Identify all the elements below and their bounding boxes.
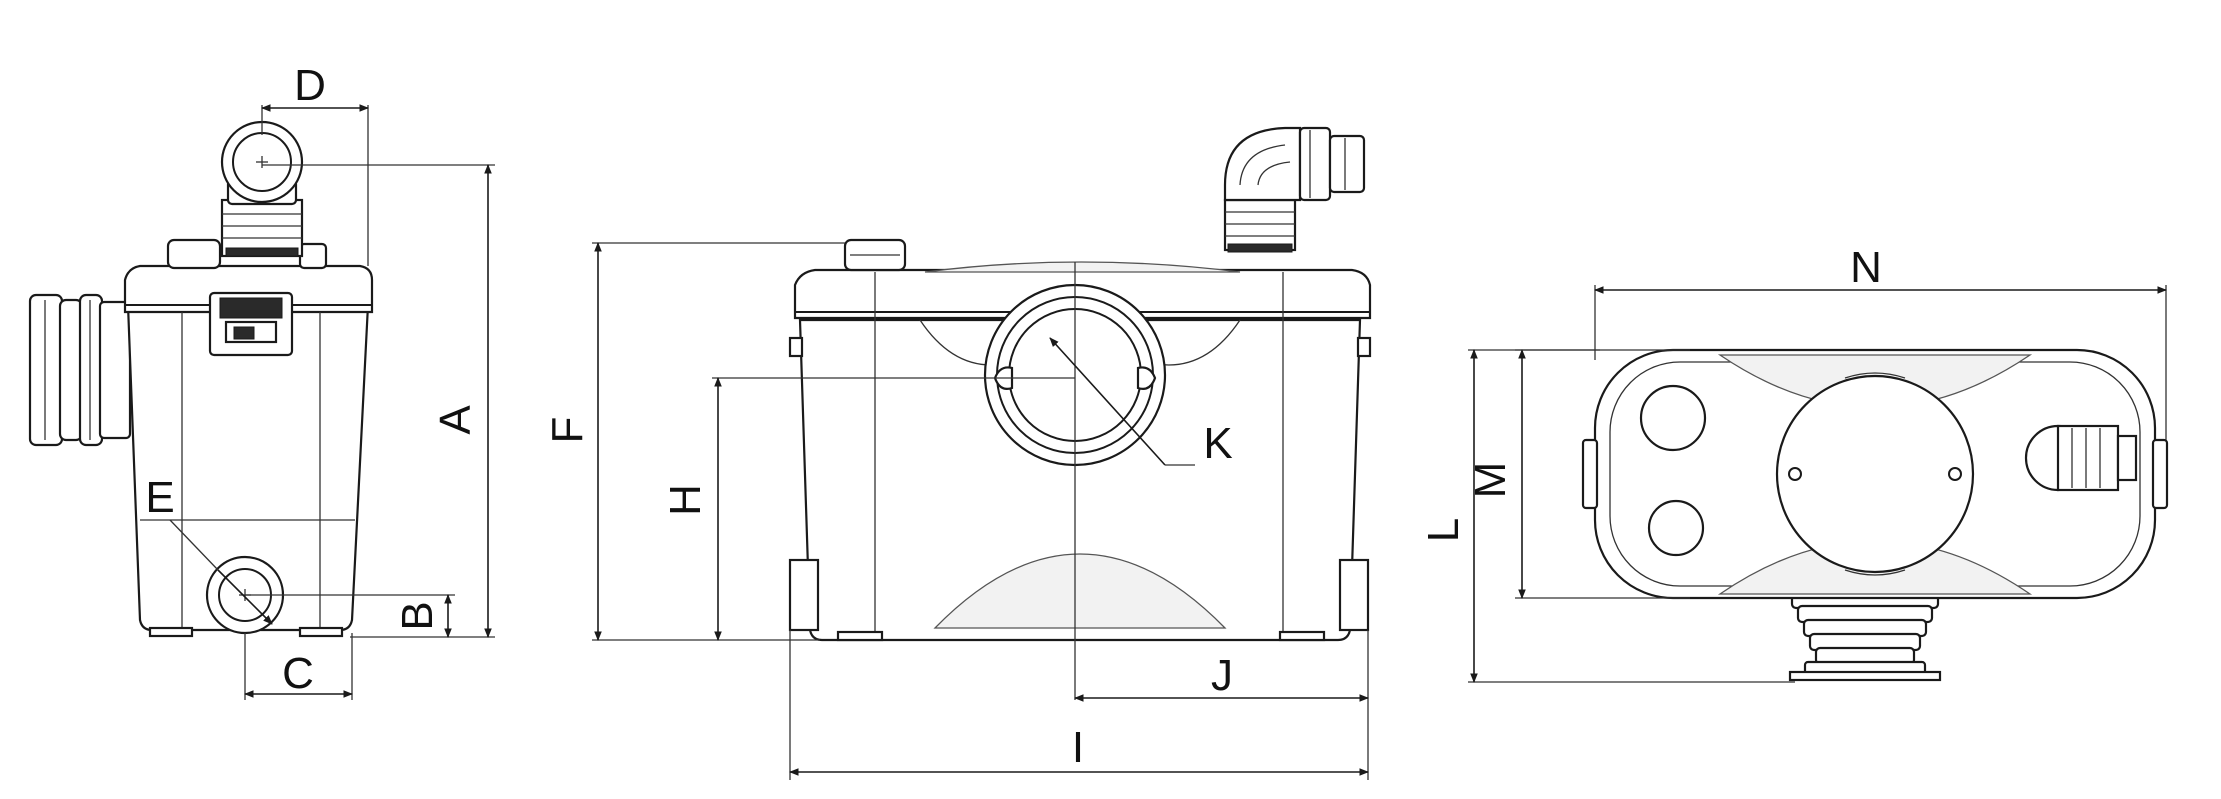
- dim-label-b: B: [393, 601, 442, 630]
- dim-label-e: E: [145, 473, 174, 522]
- side-view: D A B C E: [28, 61, 495, 700]
- top-discharge-stub: [2024, 424, 2138, 492]
- side-discharge-pipe: [220, 120, 304, 258]
- dim-label-j: J: [1211, 651, 1233, 700]
- top-bellows: [1788, 590, 1942, 682]
- dim-label-k: K: [1203, 419, 1232, 468]
- dim-label-h: H: [661, 484, 710, 516]
- front-discharge-elbow: [1223, 126, 1366, 253]
- side-lid: [123, 264, 374, 314]
- top-view: N M L: [1419, 243, 2169, 683]
- front-tank: [798, 318, 1362, 642]
- top-opening-small: [1647, 499, 1705, 557]
- side-inlet-bellows: [28, 293, 132, 447]
- dim-label-c: C: [282, 649, 314, 698]
- dim-label-l: L: [1419, 518, 1468, 542]
- top-opening-large: [1639, 384, 1707, 452]
- dim-label-n: N: [1850, 243, 1882, 292]
- dim-label-a: A: [431, 405, 480, 435]
- side-latch: [208, 291, 294, 357]
- front-view: F H J I K: [543, 126, 1372, 780]
- dim-label-f: F: [543, 417, 592, 444]
- top-motor-cover: [1775, 374, 1975, 574]
- dim-label-i: I: [1072, 723, 1084, 772]
- dim-label-d: D: [294, 61, 326, 110]
